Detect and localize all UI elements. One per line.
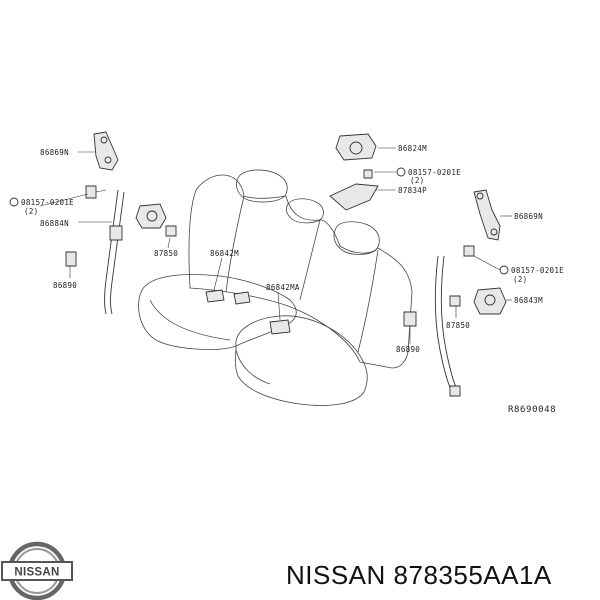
callout-08157-right-1: 08157-0201E — [408, 168, 461, 177]
callout-87834p: 87834P — [398, 186, 427, 195]
callout-86842m: 86842M — [210, 249, 239, 258]
right-seat-belt-assembly — [329, 133, 512, 397]
callout-08157-right-1-qty: (2) — [410, 176, 424, 185]
reference-code: R8690048 — [508, 405, 556, 415]
nissan-logo: NISSAN — [1, 541, 73, 600]
callout-87850-left: 87850 — [154, 249, 178, 258]
bolt-symbol-right-1 — [396, 167, 406, 177]
callout-86869n-right: 86869N — [514, 212, 543, 221]
callout-87850-right: 87850 — [446, 321, 470, 330]
callout-86884n: 86884N — [40, 219, 69, 228]
callout-86869n-left: 86869N — [40, 148, 69, 157]
callout-86842ma: 86842MA — [266, 283, 300, 292]
logo-text: NISSAN — [14, 567, 59, 579]
callout-08157-right-2-qty: (2) — [513, 275, 527, 284]
callout-08157-left: 08157-0201E — [21, 198, 74, 207]
callout-86824m: 86824M — [398, 144, 427, 153]
callout-86890-left: 86890 — [53, 281, 77, 290]
callout-86843m: 86843M — [514, 296, 543, 305]
center-buckles — [205, 257, 291, 335]
left-seat-belt-assembly — [39, 131, 177, 315]
callout-08157-left-qty: (2) — [24, 207, 38, 216]
callout-labels: 86869N 08157-0201E (2) 86884N 87850 8689… — [9, 144, 564, 415]
bolt-symbol-right-2 — [499, 265, 509, 275]
callout-08157-right-2: 08157-0201E — [511, 266, 564, 275]
callout-86890-right: 86890 — [396, 345, 420, 354]
part-number-caption: NISSAN 878355AA1A — [286, 560, 552, 590]
bolt-symbol-left — [9, 197, 19, 207]
